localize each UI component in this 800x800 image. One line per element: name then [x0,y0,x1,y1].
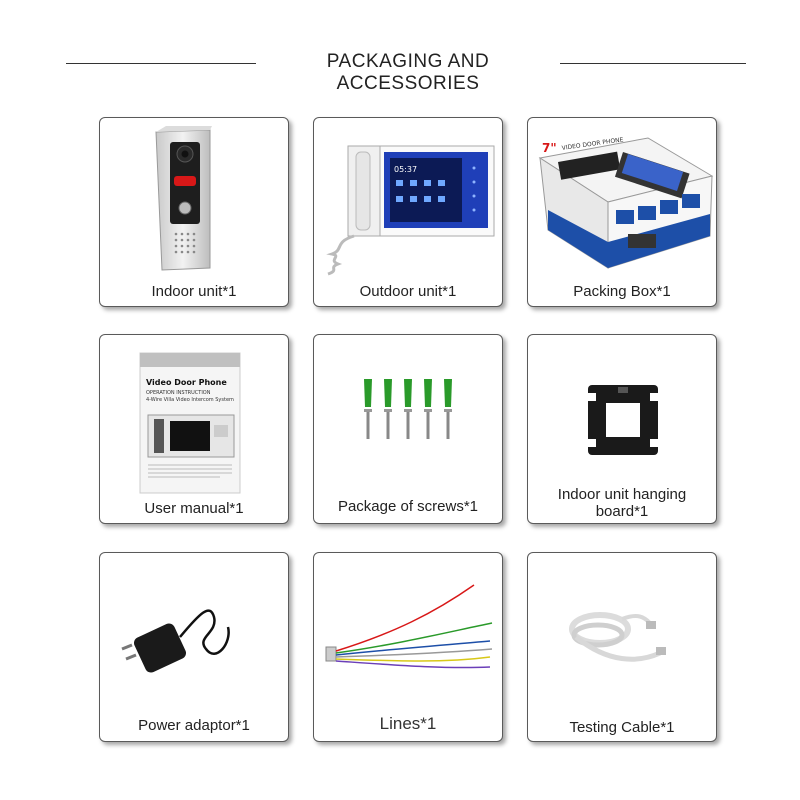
item-label-lines: Lines*1 [379,714,437,733]
packing-box-icon: 7" VIDEO DOOR PHONE [538,136,714,269]
accessory-card-packing-box: 7" VIDEO DOOR PHONE Packing Box*1 [527,117,717,307]
svg-text:05:37: 05:37 [394,165,417,174]
item-label-user-manual: User manual*1 [144,500,244,517]
item-label-packing-box: Packing Box*1 [573,283,671,300]
accessory-card-screws: Package of screws*1 [313,334,503,524]
manual-system: 4-Wire Villa Video Intercom System [146,397,234,403]
item-label-screws: Package of screws*1 [337,498,479,515]
section-header: PACKAGING AND ACCESSORIES [0,48,800,94]
power-adaptor-icon [121,609,230,673]
accessory-card-hanging-board: Indoor unit hanging board*1 [527,334,717,524]
screws-icon [364,379,452,439]
accessory-card-power-adaptor: Power adaptor*1 [99,552,289,742]
page-title: PACKAGING AND ACCESSORIES [326,51,490,94]
item-label-outdoor-unit: Outdoor unit*1 [359,283,457,300]
item-label-hanging-board: Indoor unit hanging board*1 [557,486,687,520]
manual-subtitle: OPERATION INSTRUCTION [146,390,211,396]
user-manual-icon: Video Door Phone OPERATION INSTRUCTION 4… [139,352,241,494]
video-monitor-icon: 05:37 [326,145,495,276]
accessory-card-indoor-unit: Indoor unit*1 [99,117,289,307]
item-label-indoor-unit: Indoor unit*1 [151,283,237,300]
doorbell-camera-icon [155,126,212,271]
header-rule-left [66,63,256,64]
box-size-text: 7" [542,141,557,155]
accessory-card-user-manual: Video Door Phone OPERATION INSTRUCTION 4… [99,334,289,524]
item-label-power-adaptor: Power adaptor*1 [138,717,250,734]
accessory-card-outdoor-unit: 05:37 Outdoor unit*1 [313,117,503,307]
hanging-board-icon [588,385,658,455]
item-label-testing-cable: Testing Cable*1 [569,719,675,736]
testing-cable-icon [569,612,666,662]
accessory-card-testing-cable: Testing Cable*1 [527,552,717,742]
header-rule-right [560,63,746,64]
wire-lines-icon [325,584,493,669]
manual-title: Video Door Phone [146,378,227,387]
accessory-card-lines: Lines*1 [313,552,503,742]
